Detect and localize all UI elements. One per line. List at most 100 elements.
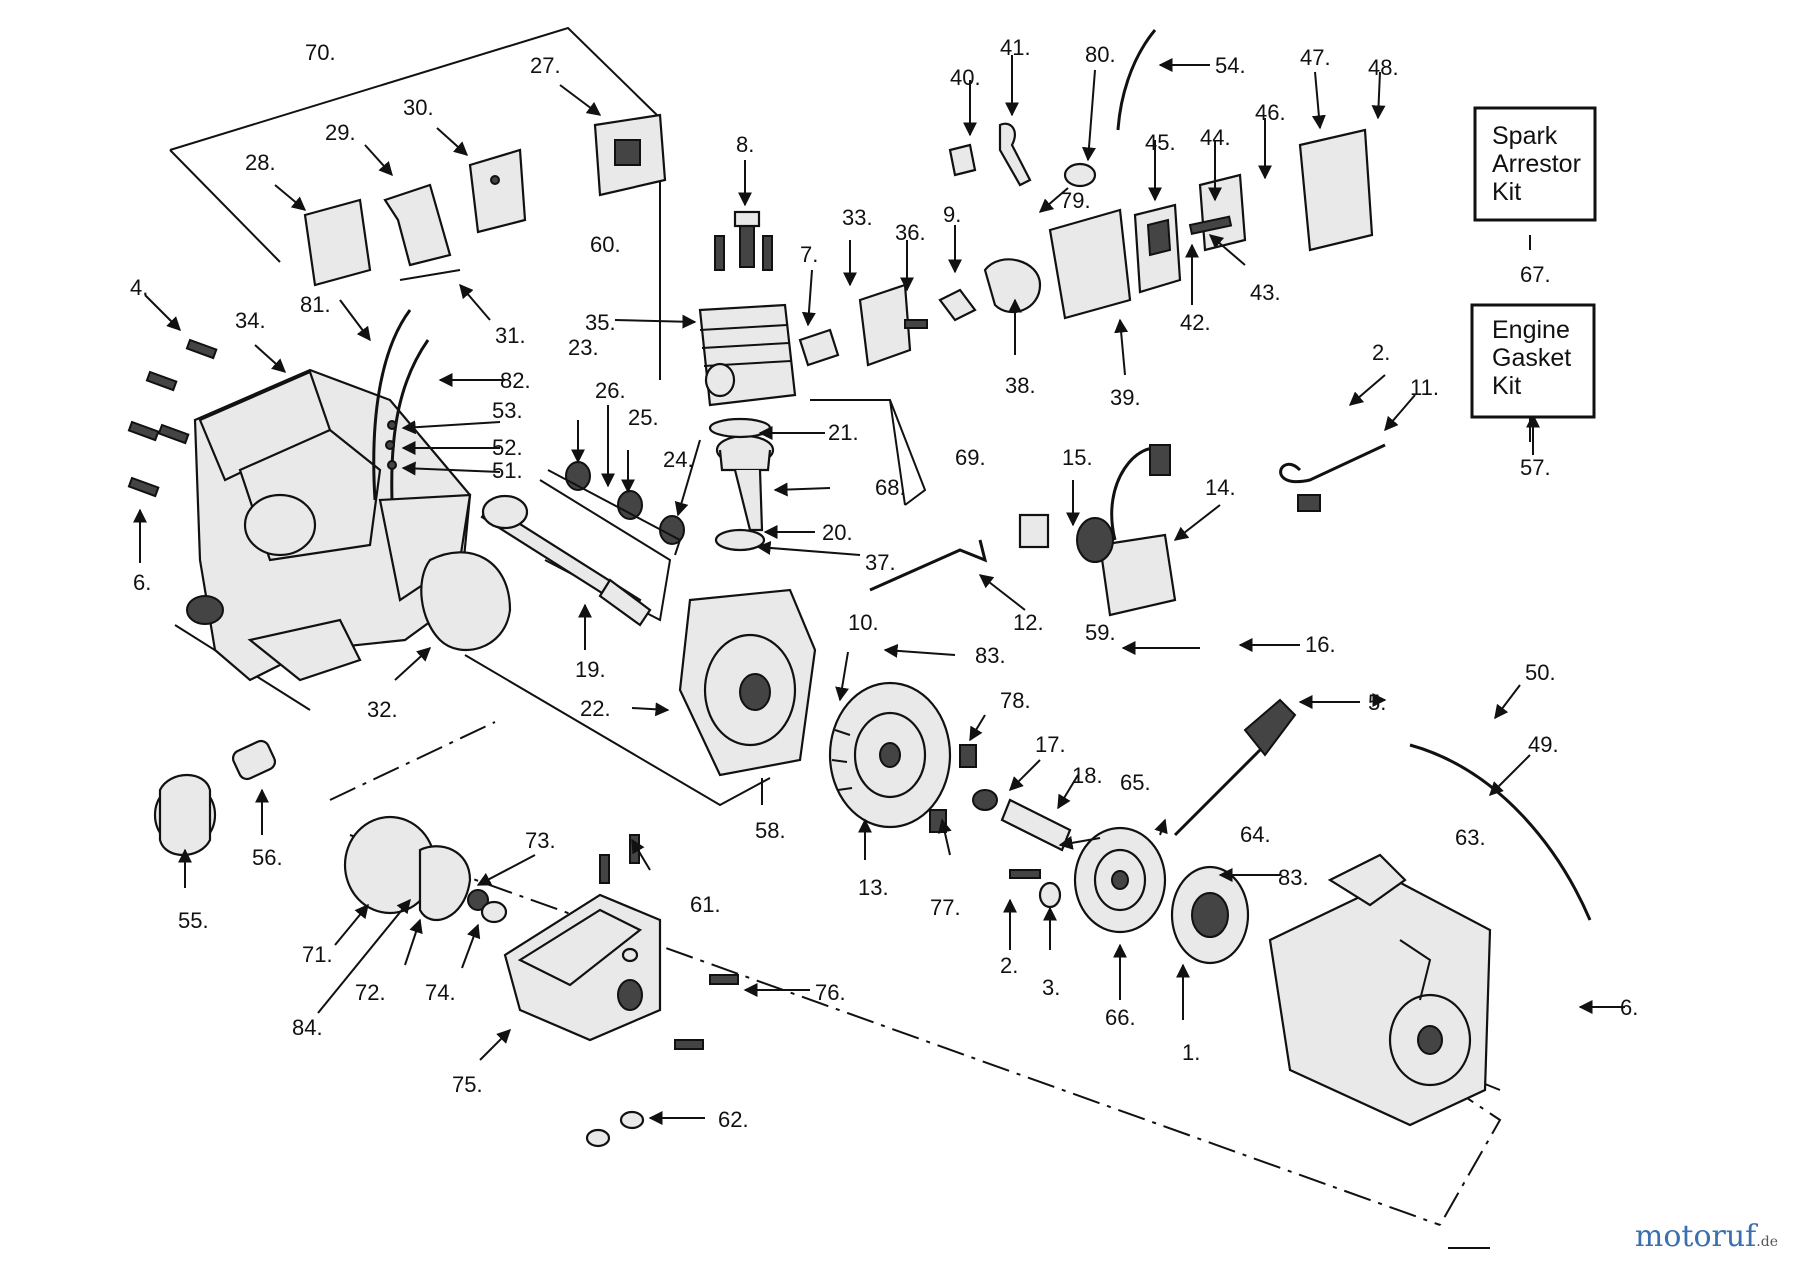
- callout-21: 21.: [828, 420, 859, 445]
- screws-left: [127, 338, 218, 498]
- callout-69: 69.: [955, 445, 986, 470]
- callout-22: 22.: [580, 696, 611, 721]
- crankcase-22: [678, 588, 817, 777]
- engine-gasket-kit-line2: Gasket: [1492, 344, 1571, 372]
- callout-14: 14.: [1205, 475, 1236, 500]
- callout-48: 48.: [1368, 55, 1399, 80]
- cable-49: [1409, 743, 1592, 921]
- air-filter-group: [303, 113, 667, 287]
- spark-arrestor-kit-line2: Arrestor: [1492, 150, 1581, 178]
- callout-11: 11.: [1410, 375, 1439, 400]
- callout-77: 77.: [930, 895, 961, 920]
- callout-45: 45.: [1145, 130, 1176, 155]
- callout-83-upper: 83.: [975, 643, 1006, 668]
- callout-67: 67.: [1520, 262, 1551, 287]
- spark-arrestor-kit-box: Spark Arrestor Kit: [1473, 106, 1597, 222]
- choke-parts: [948, 122, 1097, 188]
- fuel-line-82: [390, 339, 430, 501]
- feet-62: [585, 1110, 645, 1148]
- callout-3: 3.: [1042, 975, 1060, 1000]
- callout-58: 58.: [755, 818, 786, 843]
- intake-parts: [798, 128, 1374, 367]
- callout-54: 54.: [1215, 53, 1246, 78]
- callout-28: 28.: [245, 150, 276, 175]
- callout-60: 60.: [590, 232, 621, 257]
- starter-shaft-18: [1000, 798, 1072, 852]
- callout-81: 81.: [300, 292, 331, 317]
- callout-31: 31.: [495, 323, 526, 348]
- callout-76: 76.: [815, 980, 846, 1005]
- callout-35: 35.: [585, 310, 616, 335]
- callout-24: 24.: [663, 447, 694, 472]
- drive-nut-55: [153, 774, 217, 856]
- callout-13: 13.: [858, 875, 889, 900]
- cylinder-bolts-60: [714, 235, 773, 271]
- callout-55: 55.: [178, 908, 209, 933]
- watermark-logo: motoruf.de: [1635, 1219, 1778, 1254]
- crankshaft-19: [480, 494, 652, 627]
- callout-1: 1.: [1182, 1040, 1200, 1065]
- engine-gasket-kit-line1: Engine: [1492, 316, 1570, 344]
- watermark-brand: motoruf: [1634, 1219, 1757, 1254]
- callout-83-lower: 83.: [1278, 865, 1309, 890]
- ignition-module-14: [1076, 444, 1177, 617]
- recoil-spring-1: [1170, 865, 1250, 965]
- callout-57: 57.: [1520, 455, 1551, 480]
- callout-82: 82.: [500, 368, 531, 393]
- stop-switch-15: [1018, 513, 1050, 549]
- callout-15: 15.: [1062, 445, 1093, 470]
- callout-12: 12.: [1013, 610, 1044, 635]
- fuel-fittings: [385, 420, 397, 470]
- callout-27: 27.: [530, 53, 561, 78]
- callout-78: 78.: [1000, 688, 1031, 713]
- spark-arrestor-kit-line1: Spark: [1492, 122, 1558, 150]
- callout-51: 51.: [492, 458, 523, 483]
- callout-33: 33.: [842, 205, 873, 230]
- callout-50: 50.: [1525, 660, 1556, 685]
- callout-23: 23.: [568, 335, 599, 360]
- callout-56: 56.: [252, 845, 283, 870]
- callout-38: 38.: [1005, 373, 1036, 398]
- spark-arrestor-kit-line3: Kit: [1492, 178, 1521, 206]
- starter-housing-63: [1268, 853, 1492, 1127]
- callout-52: 52.: [492, 435, 523, 460]
- callout-62: 62.: [718, 1107, 749, 1132]
- callout-37: 37.: [865, 550, 896, 575]
- callout-2-starter: 2.: [1000, 953, 1018, 978]
- callout-40: 40.: [950, 65, 981, 90]
- callout-36: 36.: [895, 220, 926, 245]
- callout-16: 16.: [1305, 632, 1336, 657]
- callout-17: 17.: [1035, 732, 1066, 757]
- callout-47: 47.: [1300, 45, 1331, 70]
- callout-70: 70.: [305, 40, 336, 65]
- callout-26: 26.: [595, 378, 626, 403]
- callout-64: 64.: [1240, 822, 1271, 847]
- callout-66: 66.: [1105, 1005, 1136, 1030]
- callout-73: 73.: [525, 828, 556, 853]
- callout-2-harness: 2.: [1372, 340, 1390, 365]
- fuel-line-81: [372, 309, 412, 501]
- engine-housing-34: [186, 368, 472, 682]
- wire-harness-11: [1279, 443, 1386, 512]
- callout-18: 18.: [1072, 763, 1103, 788]
- callout-68: 68.: [875, 475, 906, 500]
- callout-20: 20.: [822, 520, 853, 545]
- callout-43: 43.: [1250, 280, 1281, 305]
- clutch-shoes-77-78: [929, 744, 998, 833]
- callout-labels: 1. 2. 2. 3. 4. 5. 6. 6. 7. 8. 9. 10. 11.…: [130, 35, 1638, 1132]
- callout-39: 39.: [1110, 385, 1141, 410]
- engine-gasket-kit-box: Engine Gasket Kit: [1470, 303, 1596, 419]
- callout-79: 79.: [1060, 188, 1091, 213]
- piston-20: [708, 417, 775, 552]
- callout-8: 8.: [736, 132, 754, 157]
- callout-80: 80.: [1085, 42, 1116, 67]
- clutch-cover-75: [503, 893, 662, 1042]
- leader-arrows: [133, 55, 1625, 1125]
- fuel-line-54: [1116, 29, 1157, 131]
- callout-30: 30.: [403, 95, 434, 120]
- callout-49: 49.: [1528, 732, 1559, 757]
- spark-plug-8: [733, 210, 761, 268]
- starter-bolt-2-3: [1009, 869, 1062, 909]
- callout-75: 75.: [452, 1072, 483, 1097]
